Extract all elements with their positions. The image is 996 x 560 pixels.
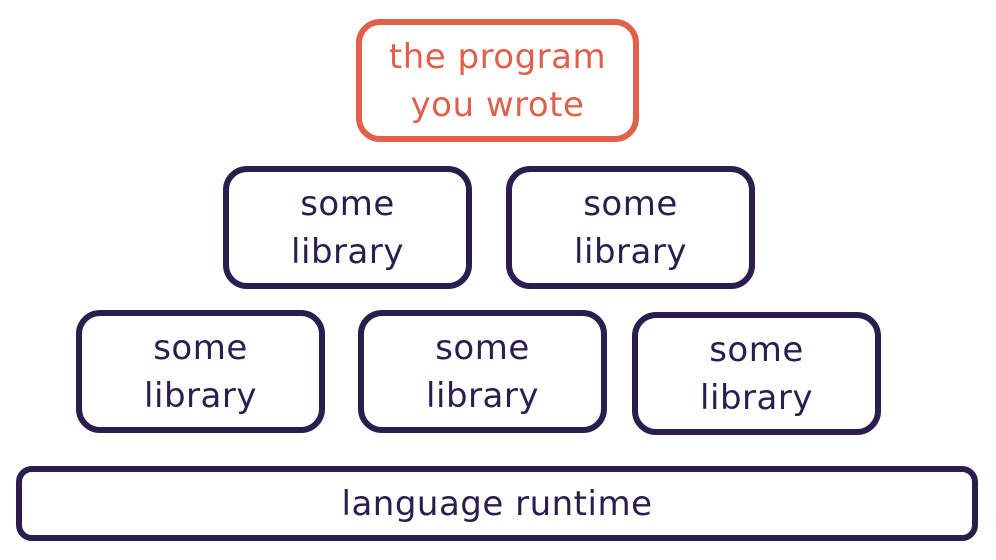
- library-box-middle-1: some library: [223, 166, 472, 289]
- runtime-box: language runtime: [16, 466, 978, 541]
- library-box-lower-1: some library: [76, 310, 325, 433]
- program-label: the program you wrote: [388, 36, 607, 125]
- library-label: some library: [426, 327, 539, 416]
- runtime-label: language runtime: [341, 483, 653, 524]
- library-label: some library: [144, 327, 257, 416]
- library-label: some library: [574, 183, 687, 272]
- program-box: the program you wrote: [356, 19, 639, 142]
- library-label: some library: [291, 183, 404, 272]
- library-box-lower-3: some library: [632, 312, 881, 435]
- library-label: some library: [700, 329, 813, 418]
- library-box-middle-2: some library: [506, 166, 755, 289]
- library-box-lower-2: some library: [358, 310, 607, 433]
